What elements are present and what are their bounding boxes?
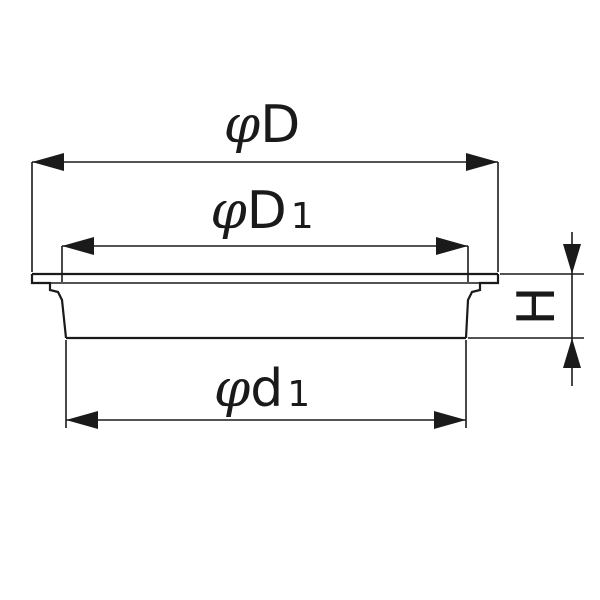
arrow-left-D bbox=[32, 153, 64, 171]
arrow-left-d1 bbox=[66, 411, 98, 429]
arrow-right-D1 bbox=[436, 237, 468, 255]
arrow-top-H bbox=[563, 244, 581, 274]
arrow-bottom-H bbox=[563, 338, 581, 368]
diameter-letter: D bbox=[260, 95, 300, 155]
phi-symbol: φ bbox=[214, 359, 251, 419]
arrow-right-d1 bbox=[434, 411, 466, 429]
diameter-subscript: 1 bbox=[287, 374, 310, 415]
arrow-left-D1 bbox=[62, 237, 94, 255]
label-outer-diameter: φD bbox=[224, 95, 300, 155]
phi-symbol: φ bbox=[224, 95, 261, 155]
arrow-right-D bbox=[466, 153, 498, 171]
label-height: H bbox=[507, 286, 567, 325]
dimension-height: H bbox=[468, 232, 584, 386]
diameter-letter: d bbox=[250, 359, 283, 419]
flange-bottom-edge bbox=[30, 274, 500, 339]
part-outline bbox=[30, 272, 500, 340]
dimension-outer-diameter: φD bbox=[31, 95, 499, 272]
phi-symbol: φ bbox=[210, 181, 247, 241]
diameter-subscript: 1 bbox=[291, 196, 314, 237]
diameter-letter: D bbox=[247, 181, 287, 241]
